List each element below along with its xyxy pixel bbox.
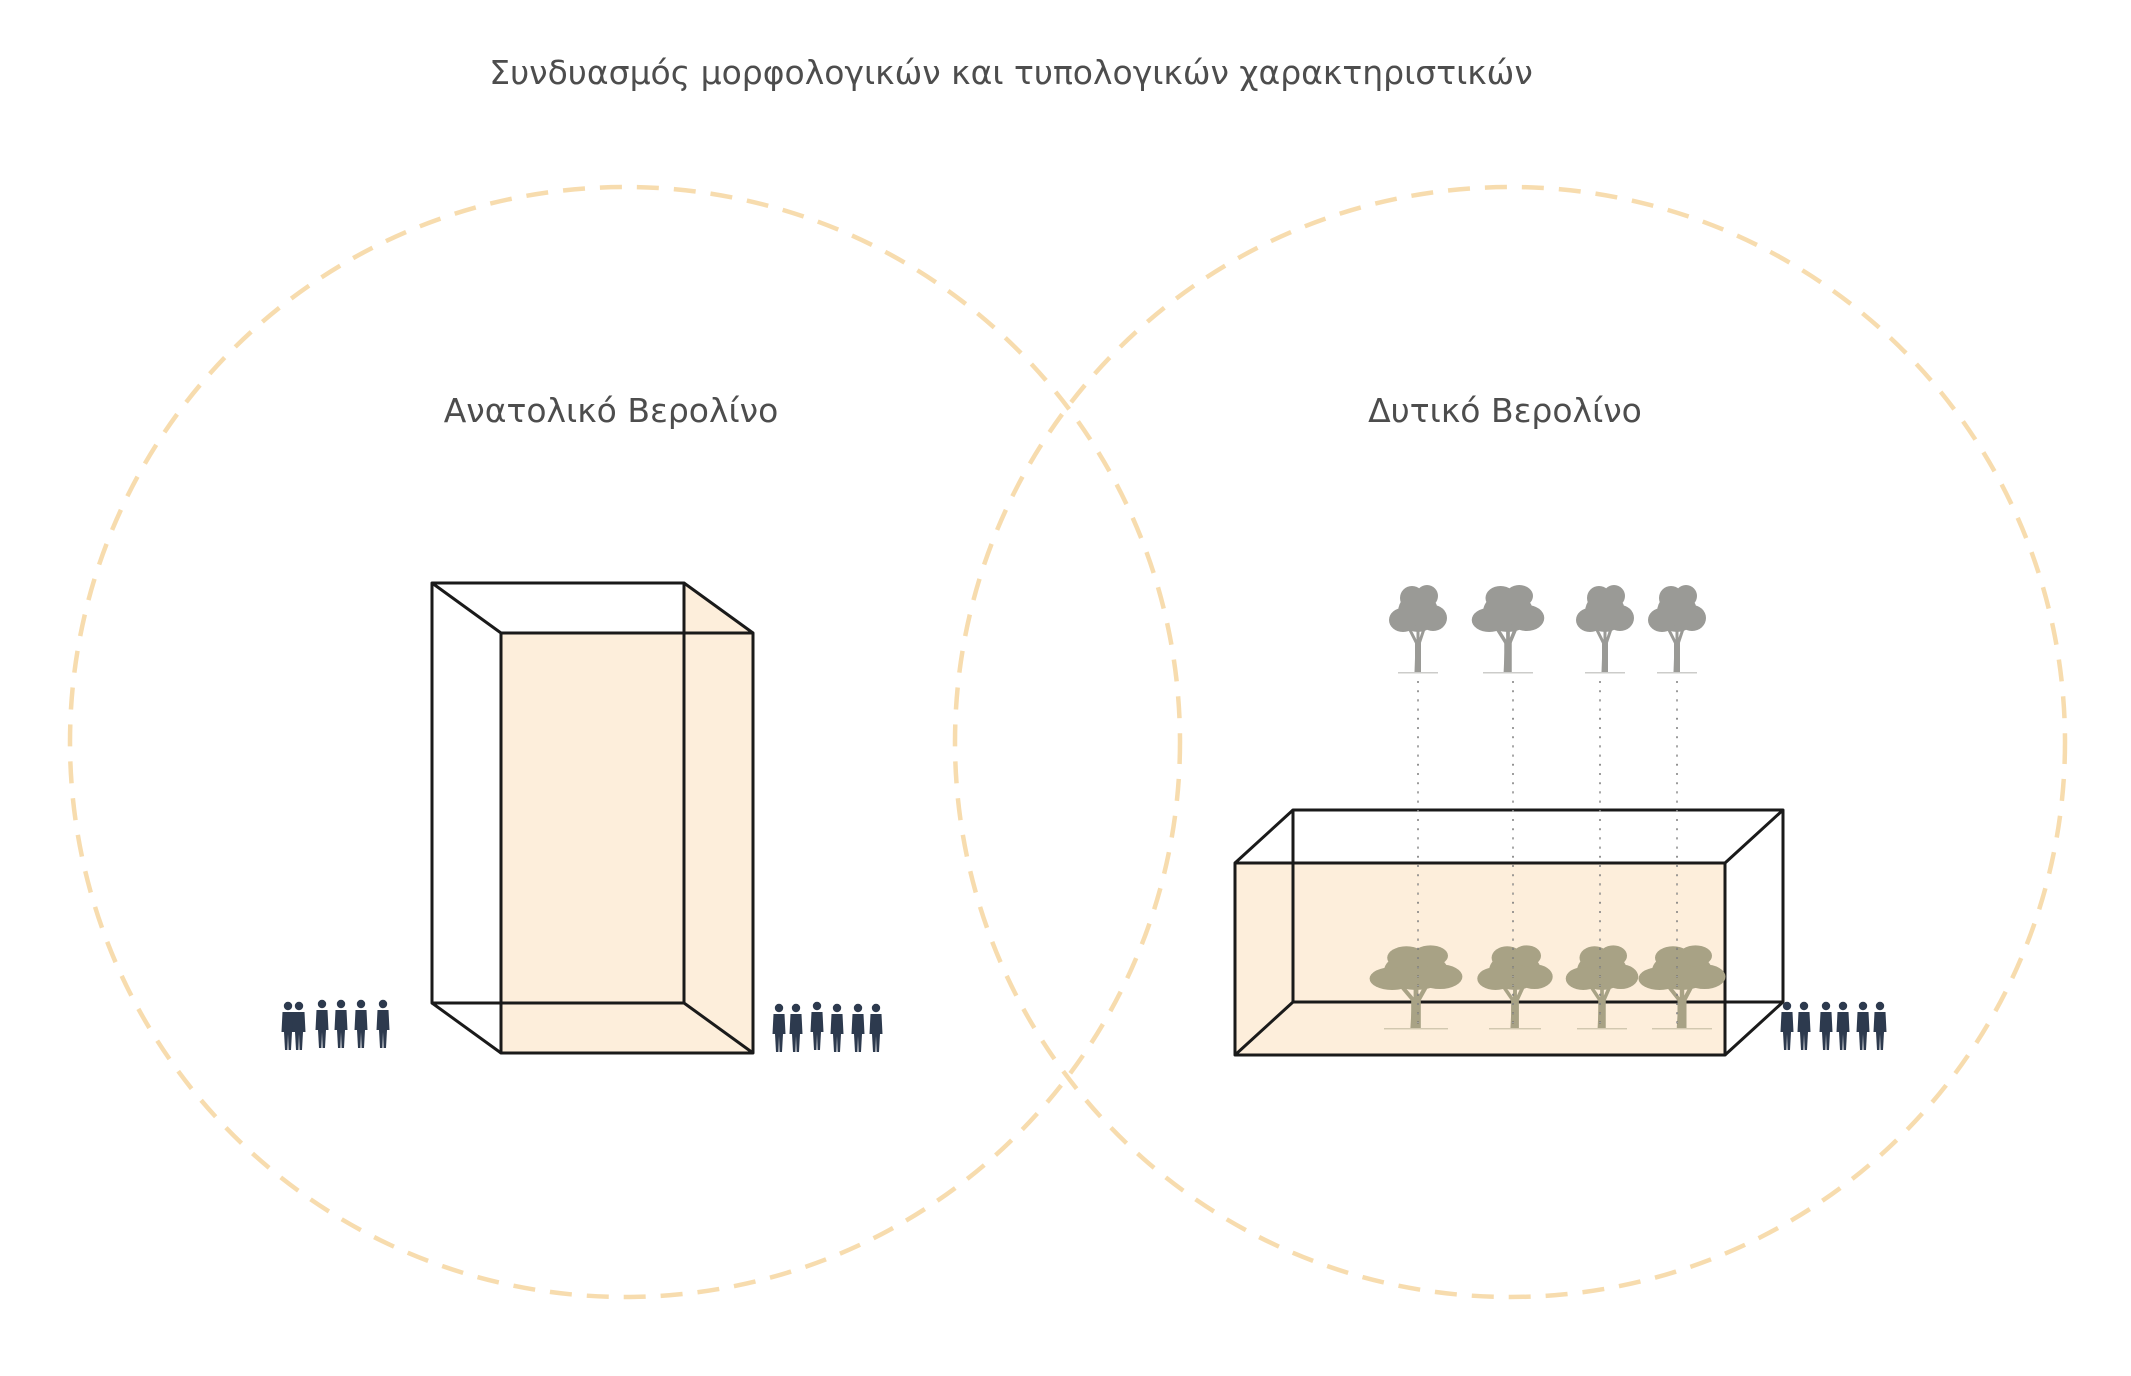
trees-above-group — [1387, 583, 1708, 676]
block-depth-edges — [1233, 808, 1785, 1057]
circle-west-berlin — [952, 184, 2068, 1300]
tower-right-face — [684, 583, 753, 1053]
label-east-berlin: Ανατολικό Βερολίνο — [444, 391, 779, 430]
tree-icon — [1469, 583, 1547, 676]
tower-depth-edges — [431, 581, 754, 1055]
people-group-right-of-block — [1780, 1001, 1887, 1050]
people-silhouette-icon — [1873, 1001, 1887, 1050]
people-silhouette-icon — [869, 1003, 883, 1052]
people-silhouette-icon — [1797, 1001, 1811, 1050]
people-silhouette-icon — [1780, 1001, 1794, 1050]
people-silhouette-icon — [315, 999, 329, 1048]
people-silhouette-icon — [1856, 1001, 1870, 1050]
tree-icon — [1646, 583, 1708, 675]
people-silhouette-icon — [789, 1003, 803, 1052]
people-silhouette-icon — [292, 1001, 306, 1050]
people-group-left-of-tower — [281, 999, 390, 1050]
people-silhouette-icon — [334, 999, 348, 1048]
people-silhouette-icon — [851, 1003, 865, 1052]
diagram-title: Συνδυασμός μορφολογικών και τυπολογικών … — [489, 53, 1533, 92]
tree-icon — [1387, 583, 1449, 675]
people-silhouette-icon — [1836, 1001, 1850, 1050]
circle-east-berlin — [67, 184, 1183, 1300]
people-silhouette-icon — [1819, 1001, 1833, 1050]
tower-building — [430, 581, 755, 1055]
tree-icon — [1574, 583, 1636, 675]
people-silhouette-icon — [810, 1001, 824, 1050]
people-silhouette-icon — [772, 1003, 786, 1052]
low-block-building — [1233, 808, 1785, 1057]
dotted-connectors — [1417, 681, 1678, 1031]
people-group-right-of-tower — [772, 1001, 883, 1052]
label-west-berlin: Δυτικό Βερολίνο — [1368, 391, 1642, 430]
block-front-face — [1235, 863, 1725, 1055]
people-silhouette-icon — [281, 1001, 295, 1050]
people-silhouette-icon — [830, 1003, 844, 1052]
people-silhouette-icon — [376, 999, 390, 1048]
people-silhouette-icon — [354, 999, 368, 1048]
